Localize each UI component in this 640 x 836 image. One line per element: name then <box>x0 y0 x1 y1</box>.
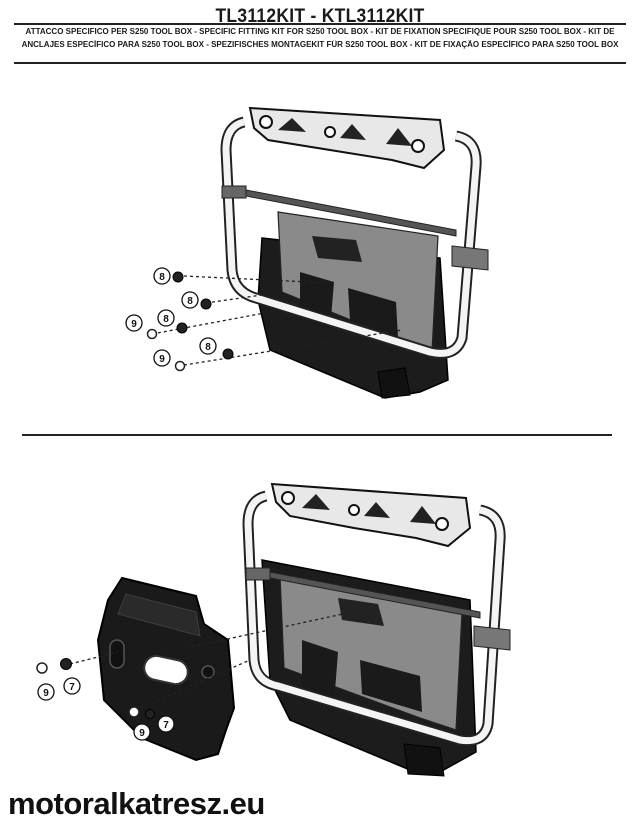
callout-badge: 9 <box>133 723 151 741</box>
callout-label: 7 <box>163 720 169 731</box>
toolbox-slot-right-top <box>348 288 398 338</box>
hardware-top <box>146 271 234 372</box>
washer-icon <box>36 662 48 674</box>
callout-badge: 8 <box>157 309 175 327</box>
callout-badge: 7 <box>157 715 175 733</box>
callout-label: 8 <box>205 342 211 353</box>
callout-badge: 8 <box>199 337 217 355</box>
callout-label: 8 <box>163 314 169 325</box>
toolbox-bottom-tab-top <box>377 367 411 399</box>
strap-upper-bottom <box>245 567 271 581</box>
callouts-bottom: 9 7 9 7 <box>37 677 175 741</box>
fixing-lines-top <box>151 275 403 367</box>
callout-badge: 9 <box>153 349 171 367</box>
spacer-plate <box>96 576 236 762</box>
subtitle-line-2: ANCLAJES ESPECÍFICO PARA S250 TOOL BOX -… <box>21 40 619 49</box>
toolbox-bottom-tab-bottom <box>403 743 445 777</box>
watermark-text: motoralkatresz.eu <box>8 786 265 821</box>
callout-badge: 9 <box>37 683 55 701</box>
nut-icon <box>145 709 155 719</box>
fixing-lines-bottom <box>69 611 353 709</box>
callout-badge: 7 <box>63 677 81 695</box>
nut-icon <box>60 658 72 670</box>
callout-label: 9 <box>159 354 165 365</box>
callout-label: 7 <box>69 682 75 693</box>
callout-label: 9 <box>43 688 49 699</box>
toolbox-recess-top <box>312 236 362 262</box>
callout-label: 8 <box>159 272 165 283</box>
strap-upper-top <box>221 185 247 199</box>
callout-label: 8 <box>187 296 193 307</box>
washer-icon <box>146 328 158 340</box>
nut-icon <box>172 271 184 283</box>
washer-icon <box>128 706 140 718</box>
callout-badge: 9 <box>125 314 143 332</box>
nut-icon <box>200 298 212 310</box>
callout-badge: 8 <box>153 267 171 285</box>
page-title: TL3112KIT - KTL3112KIT <box>215 6 425 27</box>
nut-icon <box>222 348 234 360</box>
header-rule-bottom <box>14 62 626 64</box>
strap-right-top <box>451 245 489 271</box>
washer-icon <box>174 360 186 372</box>
subtitle-line-1: ATTACCO SPECIFICO PER S250 TOOL BOX - SP… <box>25 27 615 36</box>
callout-badge: 8 <box>181 291 199 309</box>
callouts-top: 8 8 9 8 9 <box>125 267 217 367</box>
strap-right-bottom <box>473 625 511 651</box>
nut-icon <box>176 322 188 334</box>
callout-label: 9 <box>131 319 137 330</box>
hardware-bottom <box>36 658 155 719</box>
section-divider <box>22 434 612 436</box>
bottom-assembly: 9 7 9 7 <box>36 482 511 777</box>
top-assembly: 8 8 9 8 9 <box>125 106 489 399</box>
header-rule-top <box>14 23 626 25</box>
callout-label: 9 <box>139 728 145 739</box>
